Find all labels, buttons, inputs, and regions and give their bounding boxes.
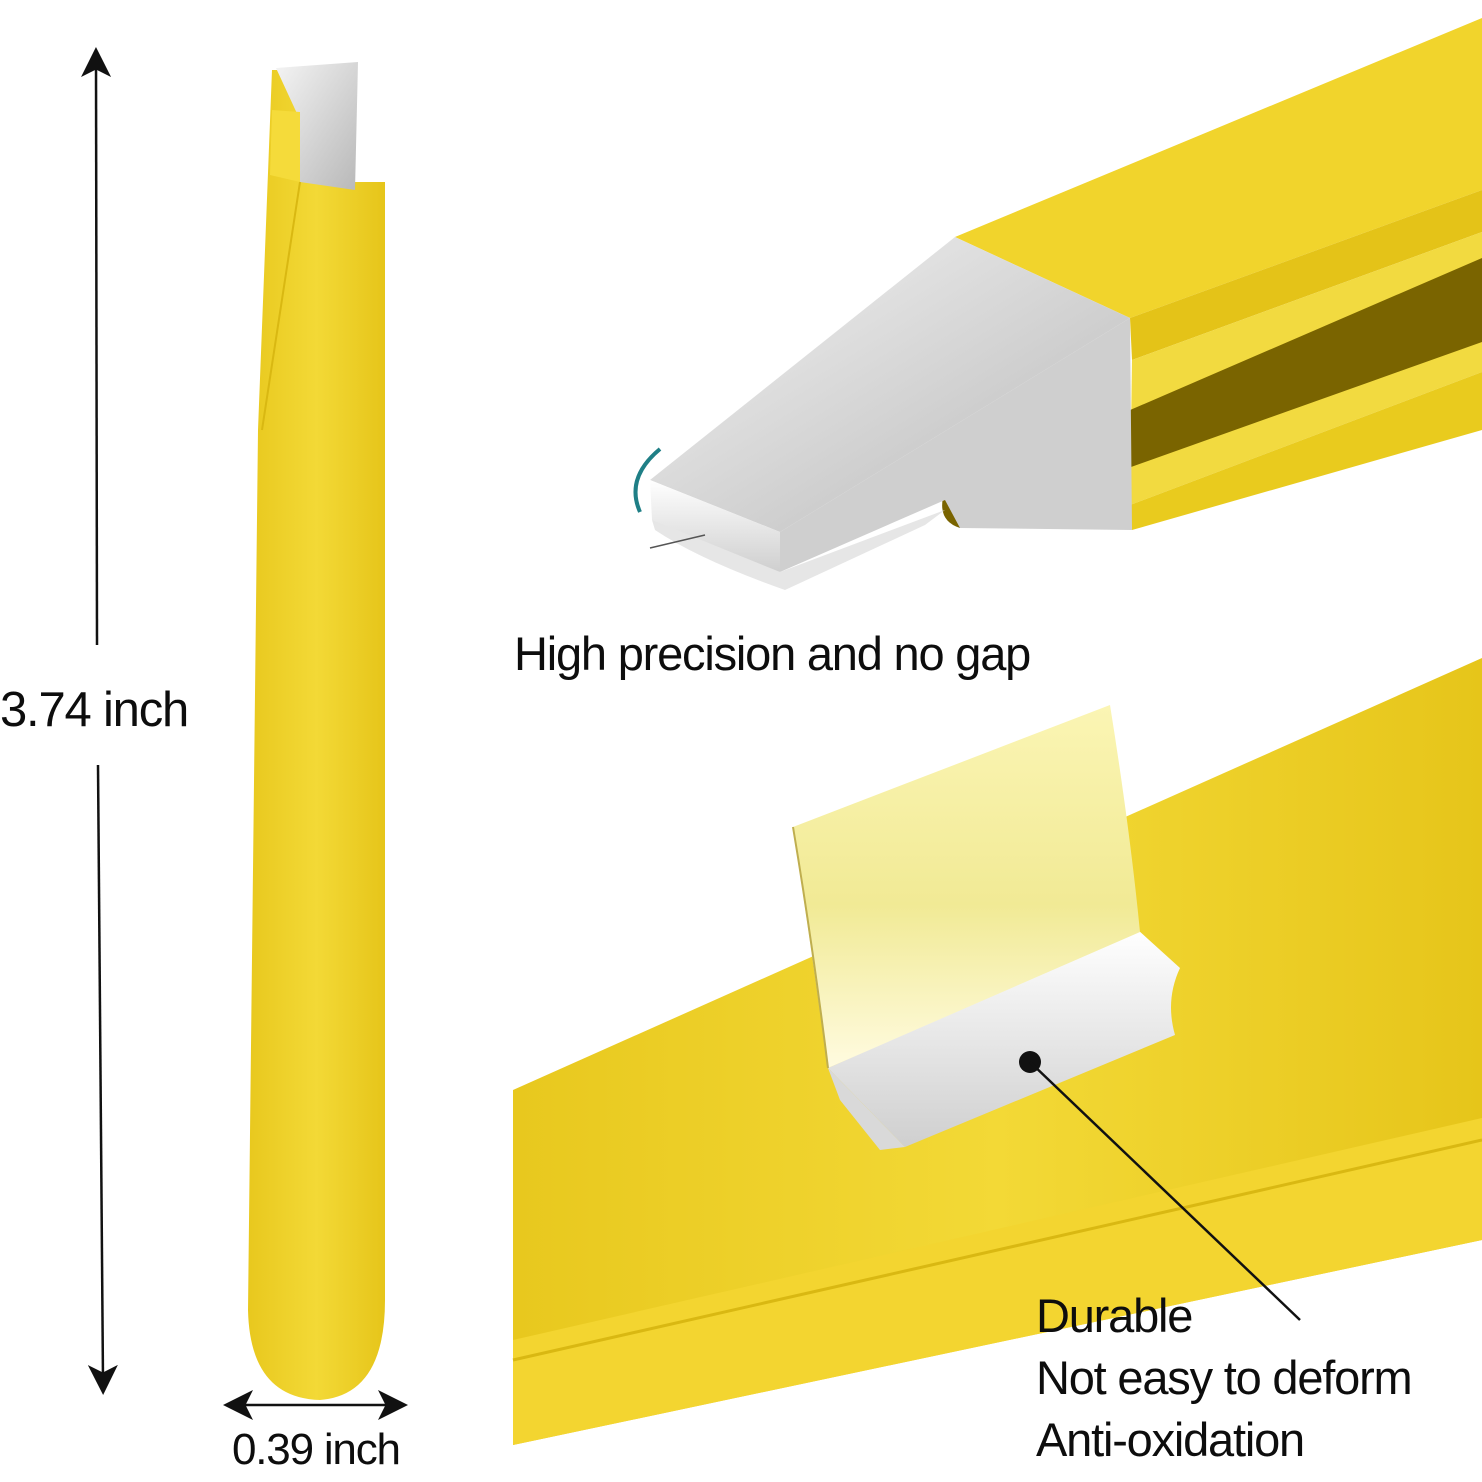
length-dimension-arrow xyxy=(81,47,118,1395)
benefits-list: Durable Not easy to deform Anti-oxidatio… xyxy=(1036,1289,1413,1478)
benefit-deform: Not easy to deform xyxy=(1036,1351,1413,1404)
steel-core xyxy=(828,930,1180,1147)
tweezer-tip xyxy=(276,62,358,190)
tip-top-face xyxy=(650,237,1130,532)
callout-line xyxy=(1029,1061,1301,1321)
tweezer-body xyxy=(248,70,385,1400)
coating-closeup xyxy=(512,658,1482,1445)
precision-arc-icon xyxy=(633,447,662,513)
peeled-coating xyxy=(793,705,1140,1068)
length-label: 3.74 inch xyxy=(0,683,189,737)
width-label: 0.39 inch xyxy=(232,1425,401,1474)
tweezer-full-view xyxy=(248,62,385,1400)
tip-closeup xyxy=(633,18,1482,590)
benefit-durable: Durable xyxy=(1036,1289,1193,1342)
precision-caption: High precision and no gap xyxy=(514,627,1031,680)
benefit-anti-oxidation: Anti-oxidation xyxy=(1036,1413,1305,1466)
